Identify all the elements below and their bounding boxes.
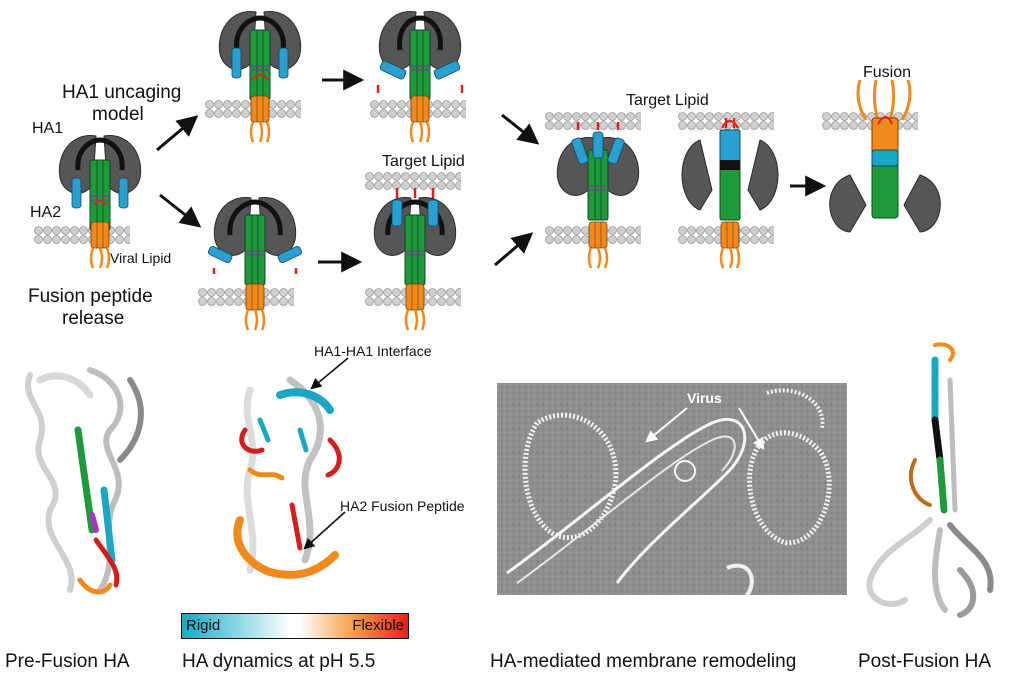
fusion-peptide-label-1: Fusion peptide (28, 286, 153, 307)
intermediate-state-1 (545, 112, 641, 270)
intermediate-state-2 (678, 112, 779, 270)
caption-remodeling: HA-mediated membrane remodeling (490, 651, 797, 672)
ha1-label: HA1 (32, 120, 64, 137)
em-micrograph (497, 383, 847, 595)
release-state-2 (365, 172, 461, 332)
release-state-1 (198, 197, 302, 332)
uncaging-model-label-2: model (92, 104, 144, 125)
colorbar-flexible-label: Flexible (352, 617, 404, 634)
caption-dynamics: HA dynamics at pH 5.5 (182, 651, 376, 672)
ha2-label: HA2 (30, 204, 62, 221)
fusion-label: Fusion (863, 64, 912, 81)
viral-lipid-label: Viral Lipid (110, 250, 172, 266)
flexibility-colorbar: Rigid Flexible (181, 613, 409, 639)
caption-pre-fusion: Pre-Fusion HA (5, 651, 130, 672)
caption-post-fusion: Post-Fusion HA (858, 651, 992, 672)
virus-label: Virus (687, 390, 722, 406)
uncaging-model-label-1: HA1 uncaging (62, 82, 182, 103)
target-lipid-label-mid: Target Lipid (382, 153, 465, 170)
fusion-state (822, 79, 941, 233)
colorbar-rigid-label: Rigid (186, 617, 221, 634)
dynamics-structure (233, 376, 342, 579)
ha1-ha1-interface-label: HA1-HA1 Interface (314, 343, 432, 359)
process-arrows (156, 69, 827, 273)
uncaging-state-1 (205, 11, 302, 144)
pre-fusion-structure (25, 367, 144, 595)
fusion-peptide-label-2: release (62, 308, 125, 329)
initial-ha (34, 135, 142, 270)
ha2-fusion-peptide-label: HA2 Fusion Peptide (340, 498, 465, 514)
target-lipid-label-top: Target Lipid (626, 92, 709, 109)
uncaging-state-2 (370, 11, 466, 144)
post-fusion-structure (866, 342, 994, 618)
annotation-arrows (303, 357, 349, 550)
